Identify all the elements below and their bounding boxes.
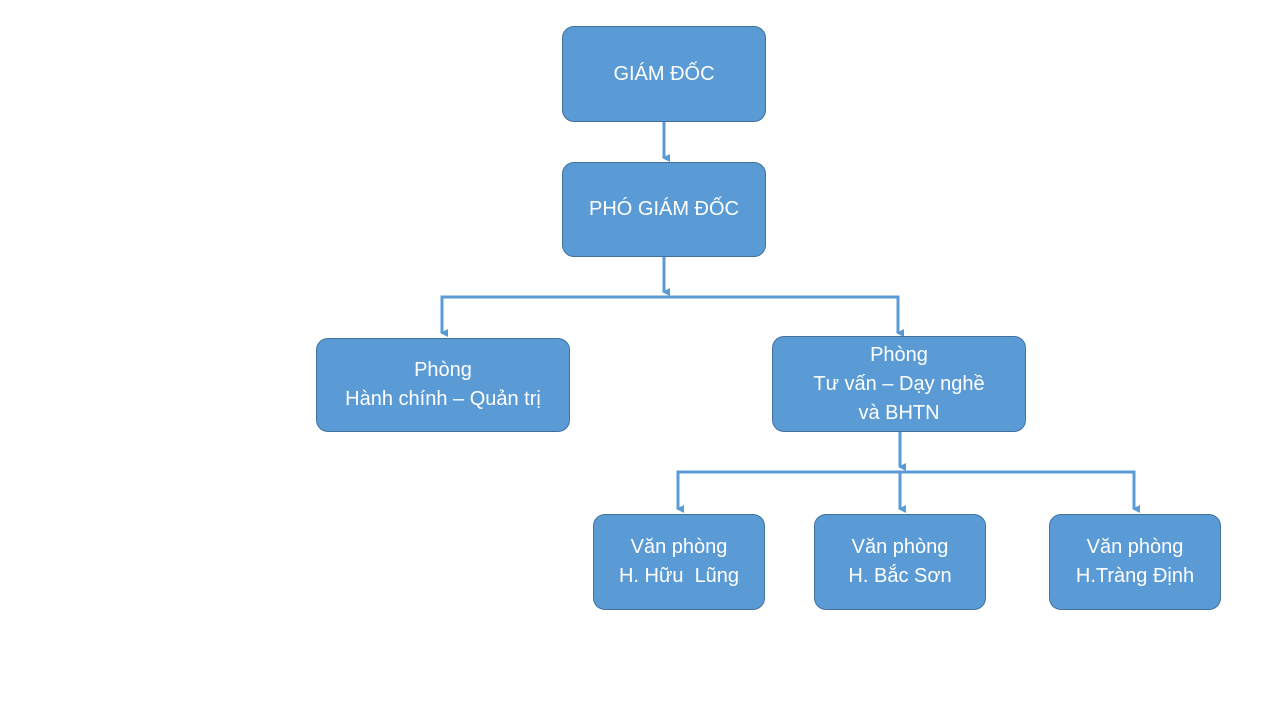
edge-advisory-huu-lung [676,470,900,513]
node-advisory-line-1: Phòng [870,343,928,366]
node-admin-line-1: Phòng [414,359,472,381]
node-advisory-department[interactable]: Phòng Tư vấn – Dạy nghề và BHTN [772,336,1026,432]
node-huu-lung-line-2: H. Hữu Lũng [618,565,740,587]
node-bac-son-line-1: Văn phòng [851,536,949,558]
node-deputy-director-label: PHÓ GIÁM ĐỐC [588,198,739,220]
node-admin-department[interactable]: Phòng Hành chính – Quản trị [316,338,570,432]
node-admin-line-2: Hành chính – Quản trị [345,388,541,410]
edge-advisory-trang-dinh [900,470,1140,513]
node-huu-lung-line-1: Văn phòng [630,536,728,558]
node-director-label: GIÁM ĐỐC [613,62,715,85]
node-advisory-line-3: và BHTN [858,401,940,424]
node-director[interactable]: GIÁM ĐỐC [562,26,766,122]
node-trang-dinh-line-1: Văn phòng [1086,536,1184,558]
node-deputy-director[interactable]: PHÓ GIÁM ĐỐC [562,162,766,257]
node-bac-son-line-2: H. Bắc Sơn [848,565,952,587]
node-advisory-line-2: Tư vấn – Dạy nghề [813,372,985,395]
node-office-bac-son[interactable]: Văn phòng H. Bắc Sơn [814,514,986,610]
edge-deputy-admin [440,295,664,337]
node-trang-dinh-line-2: H.Tràng Định [1075,565,1195,587]
edge-deputy-advisory [664,295,904,337]
node-office-trang-dinh[interactable]: Văn phòng H.Tràng Định [1049,514,1221,610]
node-office-huu-lung[interactable]: Văn phòng H. Hữu Lũng [593,514,765,610]
